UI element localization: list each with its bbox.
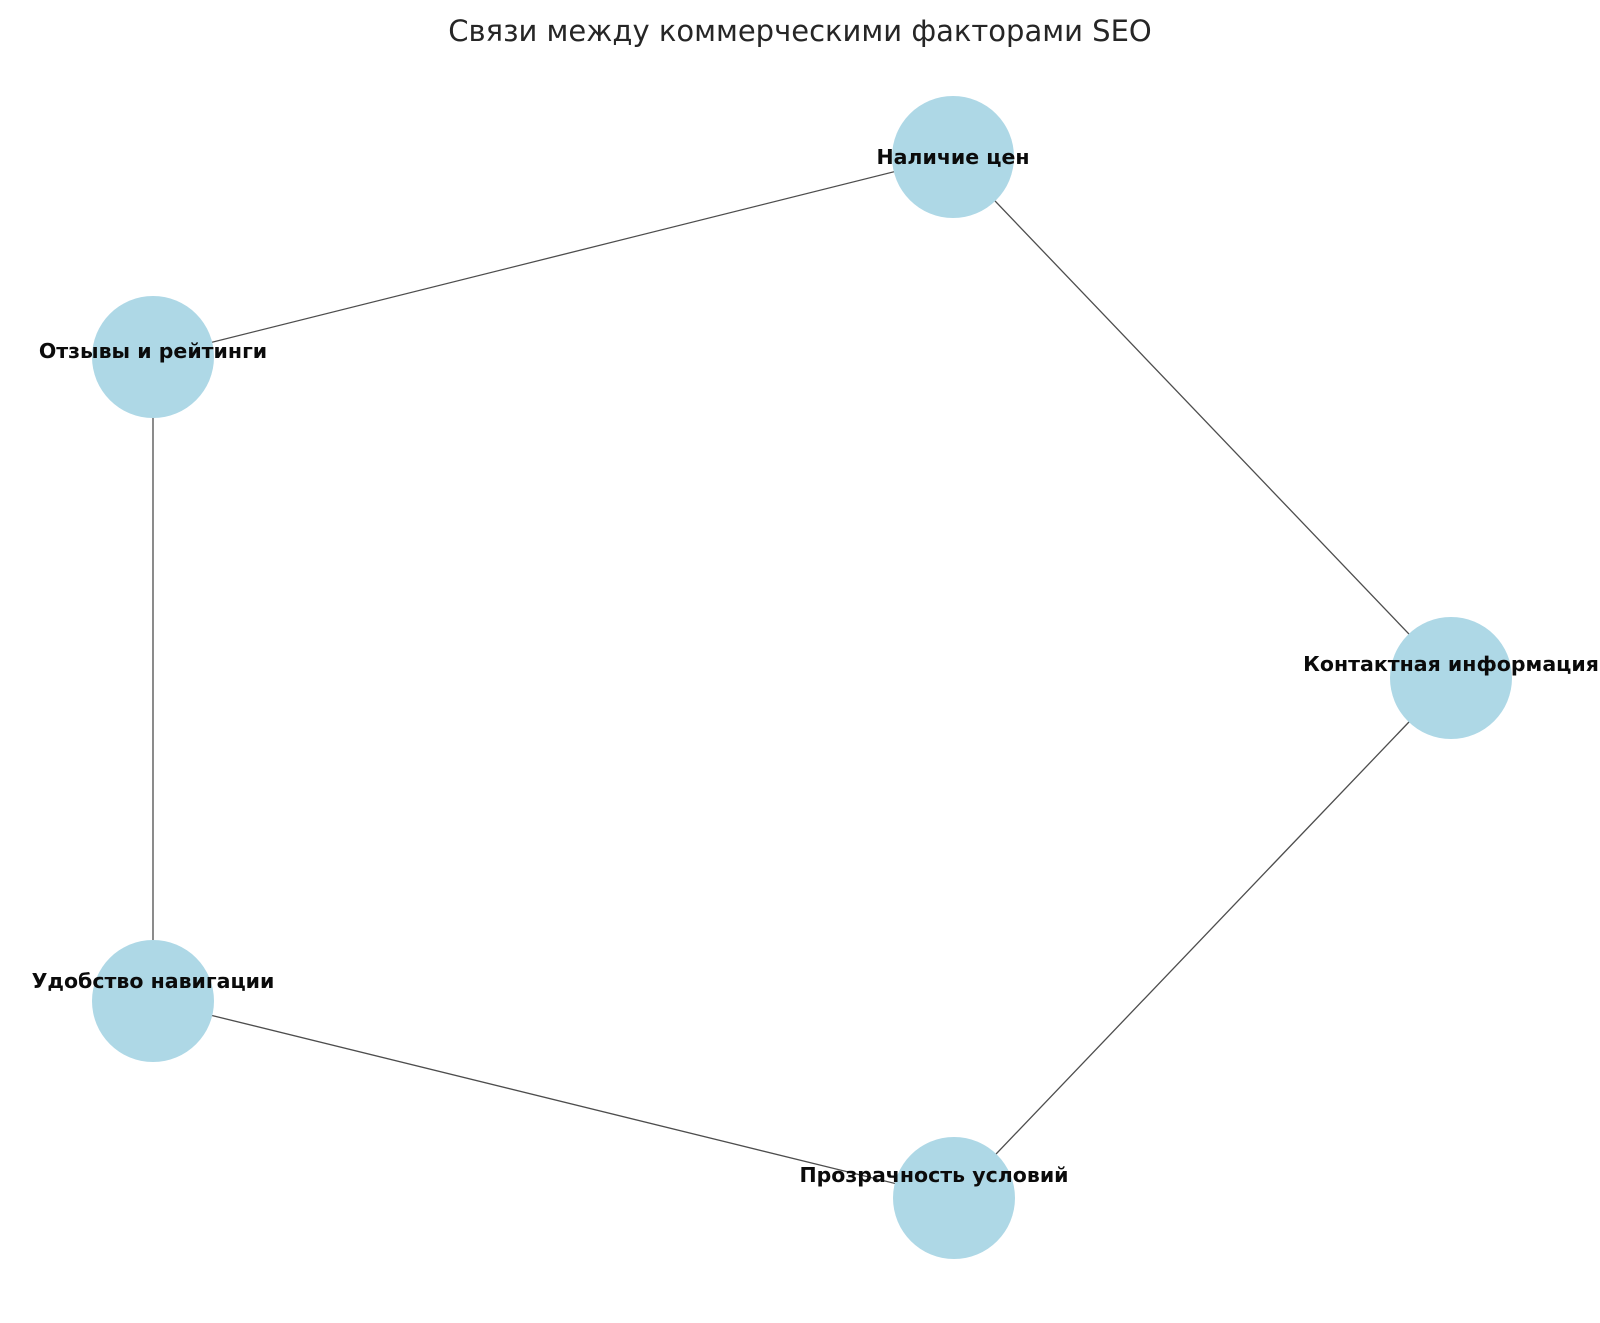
graph-node-terms[interactable]: [893, 1137, 1015, 1259]
graph-node-reviews[interactable]: [92, 296, 214, 418]
graph-node-contacts[interactable]: [1390, 617, 1512, 739]
graph-edges: [152, 156, 1452, 1199]
graph-nodes: [92, 96, 1512, 1259]
graph-edge: [952, 156, 1452, 679]
graph-node-navigation[interactable]: [92, 940, 214, 1062]
graph-edge: [152, 1000, 955, 1199]
graph-node-prices[interactable]: [892, 96, 1014, 218]
graph-edge: [953, 677, 1452, 1199]
graph-edge: [152, 156, 954, 358]
page-title: Связи между коммерческими факторами SEO: [448, 14, 1152, 48]
